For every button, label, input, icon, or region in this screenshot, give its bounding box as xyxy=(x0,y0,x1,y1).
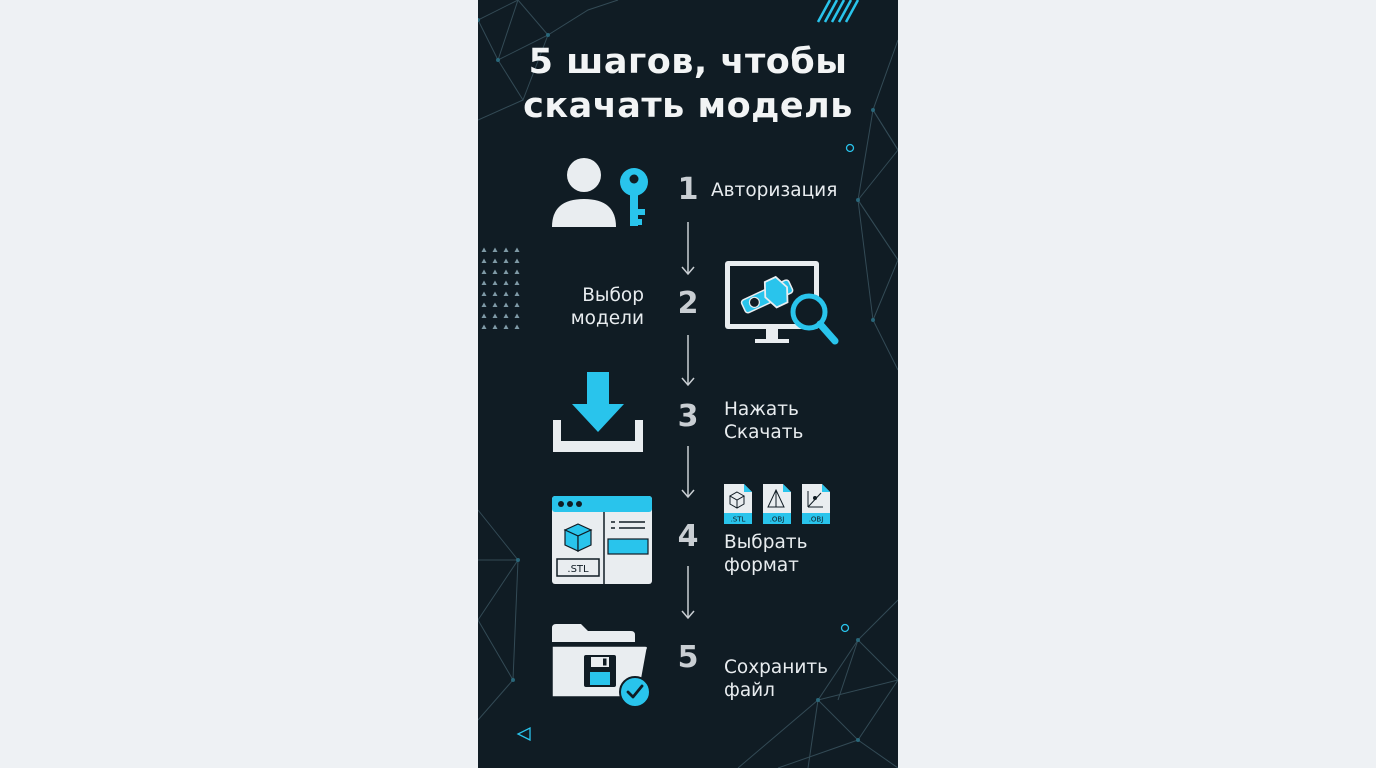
step-4-label-line-2: формат xyxy=(724,555,799,576)
decorative-dot xyxy=(503,247,509,252)
decorative-dot xyxy=(514,324,520,329)
download-icon xyxy=(553,372,643,452)
decorative-dot xyxy=(514,280,520,285)
decorative-dot xyxy=(503,313,509,318)
decorative-dot xyxy=(492,269,498,274)
arrow-down-icon xyxy=(681,222,695,276)
step-4-number: 4 xyxy=(677,519,699,554)
obj-file-icon: .OBJ xyxy=(763,484,791,524)
title-line-2: скачать модель xyxy=(523,86,853,126)
decorative-dot xyxy=(503,302,509,307)
save-folder-icon xyxy=(551,624,651,708)
decorative-dot xyxy=(492,302,498,307)
monitor-search-icon xyxy=(725,261,839,345)
step-3-label: Нажать Скачать xyxy=(724,398,803,444)
format-obj-label-2: .OBJ xyxy=(809,516,824,524)
step-5-label: Сохранить файл xyxy=(724,656,828,702)
page-title: 5 шагов, чтобы скачать модель xyxy=(478,40,898,128)
window-format-label: .STL xyxy=(567,564,589,575)
step-5-number: 5 xyxy=(677,640,699,675)
decorative-dot xyxy=(492,291,498,296)
arrow-down-icon xyxy=(681,335,695,387)
step-1-label: Авторизация xyxy=(711,179,837,202)
step-3-number: 3 xyxy=(677,399,699,434)
step-3-label-line-1: Нажать xyxy=(724,399,799,420)
step-1-number: 1 xyxy=(677,172,699,207)
decorative-dot xyxy=(492,324,498,329)
background-network-decoration xyxy=(478,0,898,768)
decorative-dot xyxy=(492,313,498,318)
step-4-label-line-1: Выбрать xyxy=(724,532,808,553)
arrow-down-icon xyxy=(681,566,695,620)
step-2-label-line-2: модели xyxy=(570,308,644,329)
decorative-dot xyxy=(481,313,487,318)
decorative-dot xyxy=(514,258,520,263)
decorative-dot xyxy=(514,247,520,252)
step-2-label: Выбор модели xyxy=(538,284,644,330)
decorative-dot xyxy=(481,324,487,329)
decorative-dot xyxy=(481,258,487,263)
infographic-panel: 5 шагов, чтобы скачать модель 1 Авториза… xyxy=(478,0,898,768)
decorative-dot xyxy=(503,280,509,285)
decorative-dot xyxy=(481,291,487,296)
decorative-dot xyxy=(503,324,509,329)
decorative-dot xyxy=(481,302,487,307)
step-1-label-line: Авторизация xyxy=(711,180,838,201)
decorative-dot xyxy=(514,291,520,296)
format-stl-label: .STL xyxy=(731,516,746,524)
user-key-icon xyxy=(552,158,648,227)
file-formats-icon: .STL .OBJ .OBJ xyxy=(724,484,830,524)
step-5-label-line-2: файл xyxy=(724,680,776,701)
decorative-dot xyxy=(481,247,487,252)
decorative-dot xyxy=(503,269,509,274)
title-line-1: 5 шагов, чтобы xyxy=(528,42,848,82)
arrow-down-icon xyxy=(681,446,695,499)
step-2-number: 2 xyxy=(677,286,699,321)
decorative-dot xyxy=(503,291,509,296)
decorative-dot xyxy=(514,302,520,307)
obj-file-icon: .OBJ xyxy=(802,484,830,524)
decorative-dot xyxy=(492,280,498,285)
decorative-dot xyxy=(514,313,520,318)
step-4-label: Выбрать формат xyxy=(724,531,807,577)
decorative-dot xyxy=(481,269,487,274)
decorative-dot xyxy=(481,280,487,285)
stl-file-icon: .STL xyxy=(724,484,752,524)
step-5-label-line-1: Сохранить xyxy=(724,657,829,678)
decorative-dot xyxy=(503,258,509,263)
decorative-dot xyxy=(492,247,498,252)
step-3-label-line-2: Скачать xyxy=(724,422,804,443)
format-window-icon: .STL xyxy=(552,496,652,584)
decorative-dot xyxy=(492,258,498,263)
step-2-label-line-1: Выбор xyxy=(582,285,644,306)
decorative-dot xyxy=(514,269,520,274)
format-obj-label-1: .OBJ xyxy=(770,516,785,524)
